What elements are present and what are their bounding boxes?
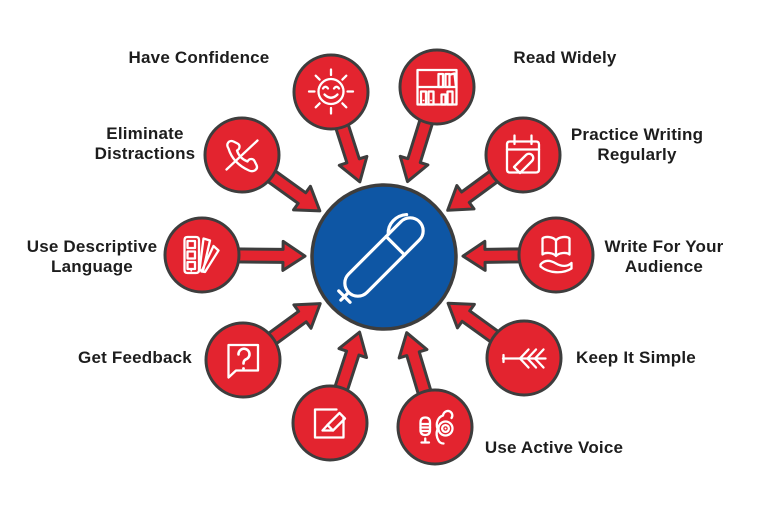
node-keep-it-simple [485, 319, 563, 397]
center-node [310, 183, 458, 331]
node-get-feedback [204, 321, 282, 399]
edit-square-icon [313, 408, 347, 439]
mic-person-icon [419, 409, 454, 445]
node-have-confidence [292, 53, 370, 131]
bookshelf-icon [416, 68, 458, 106]
label-get-feedback: Get Feedback [78, 348, 192, 367]
node-eliminate-distractions [203, 116, 281, 194]
label-use-active-voice: Use Active Voice [484, 438, 624, 457]
center-circle [310, 183, 458, 331]
sun-icon [307, 68, 355, 115]
node-practice-writing-regularly [484, 116, 562, 194]
use-descriptive-language-arrow [230, 239, 307, 272]
node-read-widely [398, 48, 476, 126]
practice-writing-regularly-circle [484, 116, 562, 194]
swatches-icon [183, 235, 220, 275]
node-use-active-voice [396, 388, 474, 466]
feather-arrow-icon [501, 348, 547, 369]
calendar-pencil-icon [505, 134, 541, 175]
label-read-widely: Read Widely [513, 48, 617, 67]
have-confidence-circle [292, 53, 370, 131]
question-bubble-icon [227, 343, 260, 379]
node-write-for-your-audience [517, 216, 595, 294]
use-active-voice-circle [396, 388, 474, 466]
label-keep-it-simple: Keep It Simple [576, 348, 696, 367]
nodes-layer [163, 48, 595, 466]
pen-icon [337, 212, 425, 304]
node-use-descriptive-language [163, 216, 241, 294]
get-feedback-circle [204, 321, 282, 399]
node-edit-square [291, 384, 369, 462]
label-have-confidence: Have Confidence [128, 48, 270, 67]
book-hand-icon [539, 235, 573, 274]
phone-off-icon [225, 139, 259, 173]
write-for-your-audience-arrow [461, 239, 528, 272]
